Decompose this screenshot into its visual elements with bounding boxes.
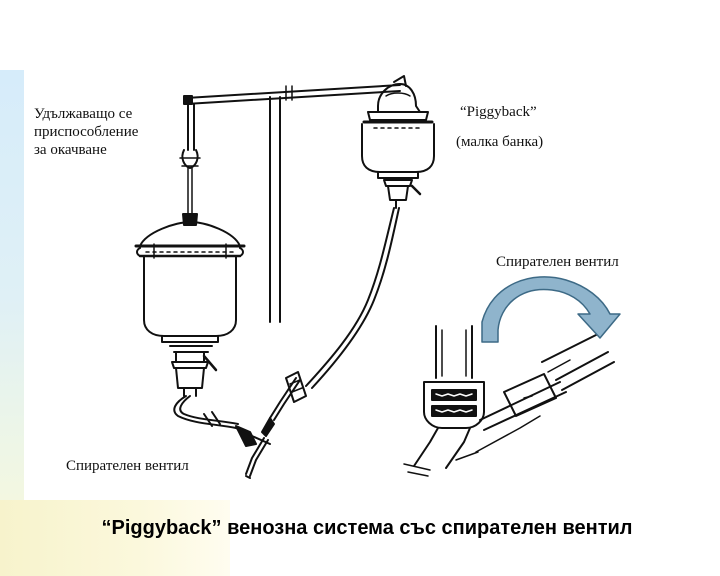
hanger-label-line3: за окачване [34, 142, 107, 158]
side-decor-band [0, 70, 24, 576]
curved-arrow-icon [481, 276, 621, 343]
valve-label-top: Спирателен вентил [496, 254, 619, 270]
valve-closeup [403, 325, 615, 477]
large-bottle-tubing [173, 395, 257, 447]
small-bottle [361, 83, 435, 209]
small-bottle-tubing [269, 207, 400, 421]
bottom-decor-band [0, 500, 230, 576]
small-bottle-label: (малка банка) [456, 134, 544, 150]
valve-label-bottom: Спирателен вентил [66, 458, 189, 474]
large-bottle [134, 221, 246, 397]
extension-hanger [179, 103, 201, 226]
figure-caption: “Piggyback” венозна система със спирател… [101, 517, 633, 539]
main-line [235, 417, 275, 479]
iv-stand [183, 75, 407, 323]
hanger-label-line1: Удължаващо се [34, 106, 133, 122]
piggyback-label: “Piggyback” [460, 104, 537, 120]
hanger-label-line2: приспособление [34, 124, 139, 140]
